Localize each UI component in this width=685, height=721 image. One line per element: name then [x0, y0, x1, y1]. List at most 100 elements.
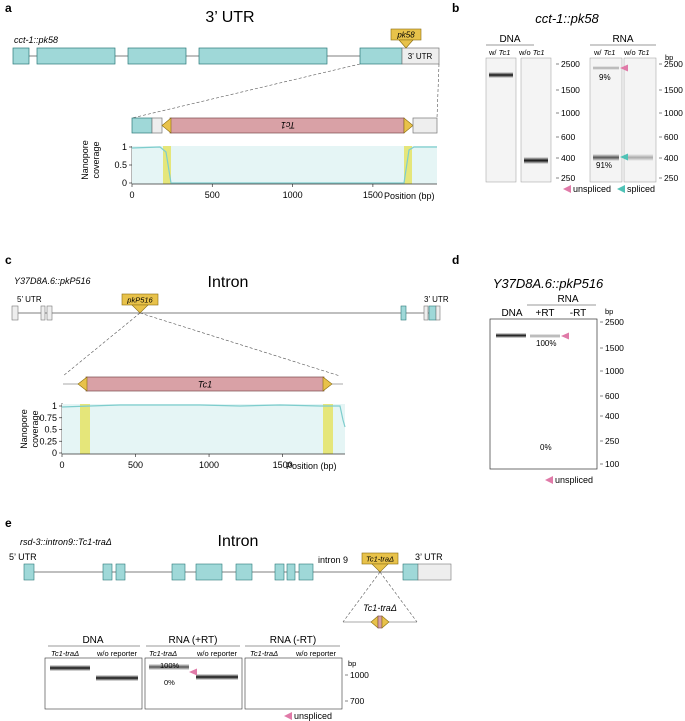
y-tick-label: 1 [122, 142, 127, 152]
x-tick-label: 0 [129, 190, 134, 200]
insertion-pointer [131, 304, 149, 314]
legend-unspliced-icon [563, 185, 571, 193]
exon [286, 563, 296, 581]
utr3-box [423, 305, 429, 321]
exon [400, 305, 407, 321]
highlight-right [404, 146, 412, 184]
highlight-left [80, 404, 90, 454]
exon [102, 563, 113, 581]
gel-frame [489, 318, 598, 470]
pct-0: 0% [164, 678, 175, 687]
x-tick-label: 1000 [199, 460, 219, 470]
insertion-pointer [398, 39, 414, 49]
panel-title: Y37D8A.6::pkP516 [493, 276, 604, 291]
pct-100: 100% [536, 339, 556, 348]
ladder-label: 1000 [664, 108, 683, 118]
tag-label: pkP516 [126, 296, 153, 305]
exon [195, 563, 223, 581]
ladder-label: 1000 [561, 108, 580, 118]
panel-letter: b [452, 1, 459, 15]
zoom-label: Tc1-traΔ [363, 603, 397, 613]
lane-label-dna: DNA [501, 308, 522, 319]
gel-band [530, 334, 560, 338]
coverage-y-ticks: 10.750.50.250 [39, 401, 62, 458]
exon-5 [359, 47, 403, 65]
coverage-label-2: coverage [30, 410, 40, 447]
dna-header: DNA [82, 635, 103, 646]
x-tick-label: 500 [205, 190, 220, 200]
x-unit: Position (bp) [286, 461, 337, 471]
panel-title: cct-1::pk58 [535, 11, 599, 26]
gene-label: Y37D8A.6::pkP516 [14, 276, 91, 286]
gel-band [489, 72, 513, 78]
ladder-label: 250 [605, 436, 619, 446]
ladder-label: 2500 [561, 59, 580, 69]
ladder-label: 600 [605, 391, 619, 401]
panel-letter: a [5, 1, 12, 15]
tir-left [370, 615, 379, 629]
lane-label: w/o reporter [196, 649, 238, 658]
zoom-line-left [62, 312, 141, 377]
x-tick-label: 500 [128, 460, 143, 470]
coverage-fill [62, 404, 345, 454]
coverage-y-ticks: 10.50 [114, 142, 132, 188]
ladder-label: 1500 [664, 85, 683, 95]
exon [274, 563, 285, 581]
x-tick-label: 1500 [273, 460, 293, 470]
unspliced-arrow [620, 64, 628, 72]
utr5-label: 5’ UTR [17, 295, 42, 304]
pct-0: 0% [540, 443, 552, 452]
y-tick-label: 1 [52, 401, 57, 411]
gel-frame [244, 657, 343, 710]
tir-right [322, 376, 333, 392]
ladder-label: 2500 [664, 59, 683, 69]
ladder-label: 1000 [605, 366, 624, 376]
lane-label: Tc1-traΔ [149, 649, 177, 658]
lane-label: w/o reporter [295, 649, 337, 658]
highlight-left [163, 146, 171, 184]
exon [235, 563, 253, 581]
utr3-label: 3’ UTR [415, 552, 443, 562]
coverage-line [61, 404, 346, 428]
exon [402, 563, 419, 581]
gel-band [593, 66, 619, 70]
coverage-line [131, 146, 437, 184]
legend-unspliced-label: unspliced [555, 475, 593, 485]
ladder-label: 400 [664, 153, 678, 163]
exon-4 [198, 47, 328, 65]
gel-band [524, 157, 548, 164]
lane-label: Tc1-traΔ [250, 649, 278, 658]
x-tick-label: 1000 [283, 190, 303, 200]
tir-right [381, 615, 390, 629]
coverage-label-1: Nanopore [80, 140, 90, 180]
ladder-label: 1000 [350, 670, 369, 680]
y-tick-label: 0 [52, 448, 57, 458]
panel-a: a 3’ UTR cct-1::pk58 3’ UTR pk58 Tc1 Nan… [5, 1, 440, 201]
gel-band [196, 674, 238, 680]
legend-unspliced-icon [284, 712, 292, 720]
panel-letter: c [5, 253, 12, 267]
y-tick-label: 0.25 [39, 436, 57, 446]
bp-label: bp [665, 53, 673, 62]
gel-lane [589, 57, 623, 183]
exon [115, 563, 126, 581]
coverage-label-2: coverage [91, 141, 101, 178]
utr3-box [401, 47, 440, 65]
exon-3 [127, 47, 187, 65]
utr3-box [435, 305, 441, 321]
ladder-label: 400 [605, 411, 619, 421]
gene-label: cct-1::pk58 [14, 35, 58, 45]
gel-band [50, 665, 90, 671]
gel-band [593, 154, 619, 161]
panel-title: Intron [218, 533, 259, 550]
spliced-arrow [620, 153, 628, 161]
utr5-box [40, 305, 46, 321]
panel-title: Intron [208, 274, 249, 291]
zoom-utr-right [412, 117, 438, 134]
legend-spliced-icon [617, 185, 625, 193]
tc1-label: Tc1 [281, 120, 295, 130]
